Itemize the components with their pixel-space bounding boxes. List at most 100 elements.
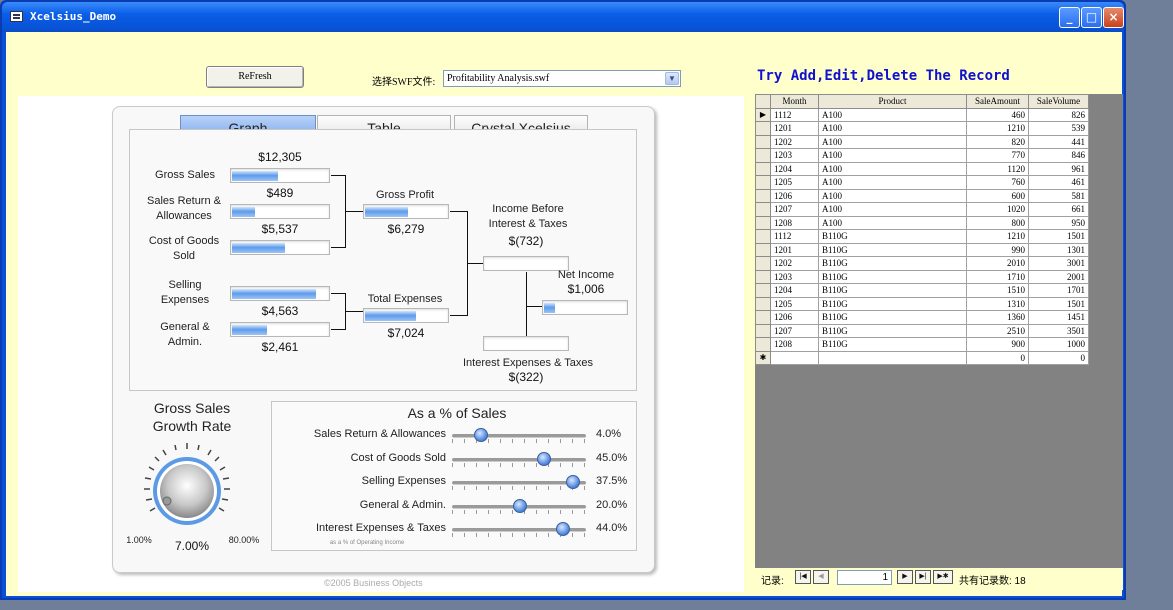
table-cell[interactable]: A100	[818, 215, 967, 230]
column-header-month[interactable]: Month	[770, 94, 819, 109]
first-record-button[interactable]: |◀	[795, 570, 811, 584]
row-selector[interactable]	[755, 310, 771, 325]
row-selector[interactable]: ▶	[755, 107, 771, 122]
maximize-button[interactable]: □	[1081, 7, 1102, 28]
records-table[interactable]: Month Product SaleAmount SaleVolume ▶111…	[755, 94, 1089, 365]
row-selector[interactable]	[755, 283, 771, 298]
table-cell[interactable]	[818, 350, 967, 365]
chevron-down-icon[interactable]: ▼	[665, 72, 679, 85]
table-cell[interactable]: 1204	[770, 283, 819, 298]
row-selector[interactable]	[755, 134, 771, 149]
table-cell[interactable]: 2510	[966, 323, 1029, 338]
table-cell[interactable]: 1210	[966, 229, 1029, 244]
table-cell[interactable]: B110G	[818, 269, 967, 284]
table-cell[interactable]: 1204	[770, 161, 819, 176]
table-cell[interactable]: B110G	[818, 296, 967, 311]
table-cell[interactable]: B110G	[818, 229, 967, 244]
table-cell[interactable]: A100	[818, 202, 967, 217]
column-header-saleamount[interactable]: SaleAmount	[966, 94, 1029, 109]
table-cell[interactable]: 1201	[770, 242, 819, 257]
table-cell[interactable]: B110G	[818, 256, 967, 271]
table-cell[interactable]: 3001	[1028, 256, 1089, 271]
table-cell[interactable]: A100	[818, 107, 967, 122]
table-cell[interactable]: A100	[818, 188, 967, 203]
prev-record-button[interactable]: ◀	[813, 570, 829, 584]
table-cell[interactable]: 1202	[770, 256, 819, 271]
table-cell[interactable]: A100	[818, 134, 967, 149]
table-cell[interactable]: 1000	[1028, 337, 1089, 352]
current-record-input[interactable]: 1	[837, 570, 892, 585]
table-cell[interactable]: 1210	[966, 121, 1029, 136]
table-cell[interactable]: 460	[966, 107, 1029, 122]
table-cell[interactable]: 846	[1028, 148, 1089, 163]
records-grid[interactable]: Month Product SaleAmount SaleVolume ▶111…	[755, 94, 1123, 568]
table-cell[interactable]: 1451	[1028, 310, 1089, 325]
table-cell[interactable]: 1205	[770, 296, 819, 311]
table-cell[interactable]: A100	[818, 175, 967, 190]
row-selector[interactable]	[755, 337, 771, 352]
table-cell[interactable]: 760	[966, 175, 1029, 190]
row-selector[interactable]	[755, 229, 771, 244]
table-cell[interactable]: 2001	[1028, 269, 1089, 284]
table-cell[interactable]: 539	[1028, 121, 1089, 136]
table-cell[interactable]: 1207	[770, 202, 819, 217]
table-cell[interactable]: B110G	[818, 283, 967, 298]
table-cell[interactable]: 1201	[770, 121, 819, 136]
table-cell[interactable]: 1020	[966, 202, 1029, 217]
table-cell[interactable]: 1207	[770, 323, 819, 338]
table-cell[interactable]: 1301	[1028, 242, 1089, 257]
slider-thumb[interactable]	[556, 522, 571, 536]
slider-track[interactable]	[452, 481, 586, 485]
table-cell[interactable]: 1206	[770, 188, 819, 203]
minimize-button[interactable]: _	[1059, 7, 1080, 28]
row-selector[interactable]	[755, 256, 771, 271]
table-cell[interactable]: B110G	[818, 323, 967, 338]
row-selector[interactable]: ✱	[755, 350, 771, 365]
table-cell[interactable]: 820	[966, 134, 1029, 149]
table-cell[interactable]: 1208	[770, 215, 819, 230]
table-cell[interactable]: 1203	[770, 269, 819, 284]
refresh-button[interactable]: ReFresh	[206, 66, 304, 88]
table-cell[interactable]: 961	[1028, 161, 1089, 176]
table-cell[interactable]: 1203	[770, 148, 819, 163]
slider-thumb[interactable]	[537, 451, 552, 466]
table-cell[interactable]: 600	[966, 188, 1029, 203]
close-button[interactable]: ×	[1103, 7, 1124, 28]
table-cell[interactable]: 1202	[770, 134, 819, 149]
table-cell[interactable]: 0	[1028, 350, 1089, 365]
row-selector[interactable]	[755, 323, 771, 338]
column-header-product[interactable]: Product	[818, 94, 967, 109]
slider-thumb[interactable]	[513, 498, 528, 513]
row-selector[interactable]	[755, 269, 771, 284]
row-selector[interactable]	[755, 202, 771, 217]
column-header-salevolume[interactable]: SaleVolume	[1028, 94, 1089, 109]
table-cell[interactable]: 1310	[966, 296, 1029, 311]
table-cell[interactable]: A100	[818, 161, 967, 176]
table-cell[interactable]: 1208	[770, 337, 819, 352]
slider-track[interactable]	[452, 528, 586, 532]
table-cell[interactable]: 1710	[966, 269, 1029, 284]
row-selector[interactable]	[755, 161, 771, 176]
table-cell[interactable]: 441	[1028, 134, 1089, 149]
last-record-button[interactable]: ▶|	[915, 570, 931, 584]
row-selector[interactable]	[755, 242, 771, 257]
table-cell[interactable]: 0	[966, 350, 1029, 365]
table-cell[interactable]: 826	[1028, 107, 1089, 122]
table-cell[interactable]: 770	[966, 148, 1029, 163]
row-selector-header[interactable]	[755, 94, 771, 109]
title-bar[interactable]: Xcelsius_Demo _ □ ×	[2, 2, 1124, 32]
